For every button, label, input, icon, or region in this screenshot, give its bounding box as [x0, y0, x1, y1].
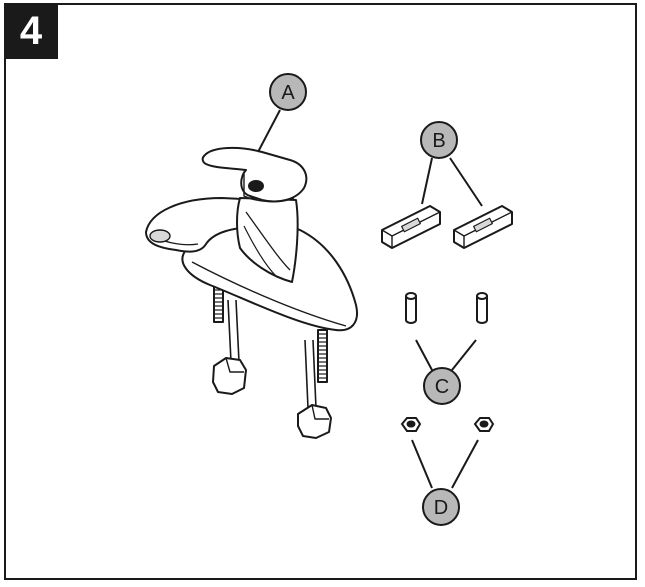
leader-lines — [257, 109, 483, 489]
step-number-badge: 4 — [4, 3, 58, 59]
right-clamp-bracket — [453, 205, 513, 249]
left-nut — [400, 417, 422, 432]
clamp-brackets — [381, 205, 513, 249]
right-mounting-nut — [297, 404, 332, 439]
callout-a: A — [269, 73, 307, 111]
faucet-assembly — [145, 146, 358, 439]
faucet-lever-handle — [201, 146, 308, 203]
left-mounting-nut — [212, 357, 247, 395]
callout-b-label: B — [432, 130, 445, 152]
callout-b: B — [420, 121, 458, 159]
left-pin — [405, 292, 417, 324]
callout-d-label: D — [434, 497, 448, 519]
right-mounting-bolt — [317, 329, 328, 383]
right-pin — [476, 292, 488, 324]
callout-d: D — [422, 488, 460, 526]
right-nut — [473, 417, 495, 432]
callout-c: C — [423, 367, 461, 405]
nuts — [400, 417, 495, 432]
callout-c-label: C — [435, 376, 449, 398]
callout-a-label: A — [281, 82, 295, 104]
left-clamp-bracket — [381, 205, 441, 249]
pins — [405, 292, 488, 324]
